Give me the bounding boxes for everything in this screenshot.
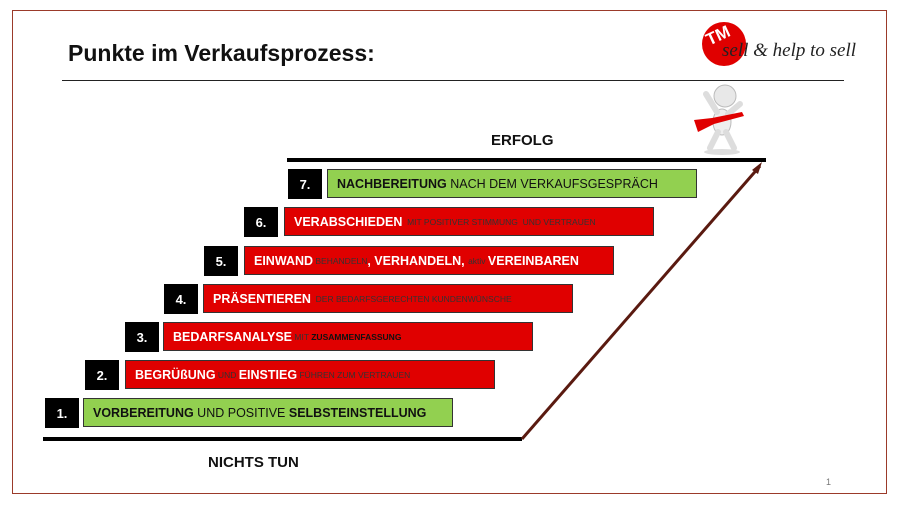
step-bar: EINWAND BEHANDELN, VERHANDELN, aktiv VER…	[244, 246, 614, 275]
step-bar: PRÄSENTIEREN DER BEDARFSGERECHTEN KUNDEN…	[203, 284, 573, 313]
step-bar: BEDARFSANALYSE MIT ZUSAMMENFASSUNG	[163, 322, 533, 351]
arrow-head-icon	[752, 162, 762, 174]
step-text-segment: VEREINBAREN	[487, 253, 579, 268]
page-number: 1	[826, 477, 832, 487]
title-divider	[62, 80, 844, 81]
step-text-segment: NACHBEREITUNG	[337, 176, 447, 191]
slide-title: Punkte im Verkaufsprozess:	[68, 40, 375, 66]
step-bar: VERABSCHIEDEN MIT POSITIVER STIMMUNG UND…	[284, 207, 654, 236]
label-success: ERFOLG	[491, 132, 554, 149]
step-number: 7.	[288, 169, 322, 199]
step-text-segment: EINWAND	[254, 253, 314, 268]
step-number: 3.	[125, 322, 159, 352]
step-number: 5.	[204, 246, 238, 276]
logo-tagline: sell & help to sell	[722, 40, 857, 61]
step-text-segment: EINSTIEG	[238, 367, 298, 382]
step-bar: VORBEREITUNG UND POSITIVE SELBSTEINSTELL…	[83, 398, 453, 427]
step-number: 1.	[45, 398, 79, 428]
step-text-segment: UND	[215, 369, 239, 380]
step-text-segment: MIT	[292, 331, 312, 342]
step-text-segment: VERABSCHIEDEN	[294, 214, 403, 229]
step-text-segment: VORBEREITUNG	[93, 405, 194, 420]
step-bar: NACHBEREITUNG NACH DEM VERKAUFSGESPRÄCH	[327, 169, 697, 198]
step-text-segment: BEDARFSANALYSE	[173, 329, 293, 344]
step-text-segment: , VERHANDELN,	[367, 253, 469, 268]
step-text-segment: MIT POSITIVER STIMMUNG UND VERTRAUEN	[402, 216, 596, 227]
step-text-segment: BEGRÜßUNG	[135, 367, 216, 382]
step-number: 4.	[164, 284, 198, 314]
step-number: 2.	[85, 360, 119, 390]
step-text-segment: DER BEDARFSGERECHTEN KUNDENWÜNSCHE	[310, 293, 512, 304]
step-text-segment: PRÄSENTIEREN	[213, 291, 311, 306]
logo-circle	[702, 22, 746, 66]
label-nothing: NICHTS TUN	[208, 454, 299, 471]
step-text-segment: SELBSTEINSTELLUNG	[288, 405, 427, 420]
step-text-segment: NACH DEM VERKAUFSGESPRÄCH	[446, 176, 658, 191]
rising-arrow-line	[520, 165, 762, 440]
step-number: 6.	[244, 207, 278, 237]
step-text-segment: BEHANDELN	[313, 255, 368, 266]
step-text-segment: FÜHREN ZUM VERTRAUEN	[297, 369, 411, 380]
company-logo: TM sell & help to sell	[700, 22, 860, 72]
step-text-segment: UND POSITIVE	[193, 405, 289, 420]
step-text-segment: ZUSAMMENFASSUNG	[311, 331, 402, 342]
slide-frame	[12, 10, 887, 494]
step-text-segment: aktiv	[468, 255, 488, 266]
runner-figure-icon	[694, 84, 744, 155]
step-bar: BEGRÜßUNG UND EINSTIEG FÜHREN ZUM VERTRA…	[125, 360, 495, 389]
